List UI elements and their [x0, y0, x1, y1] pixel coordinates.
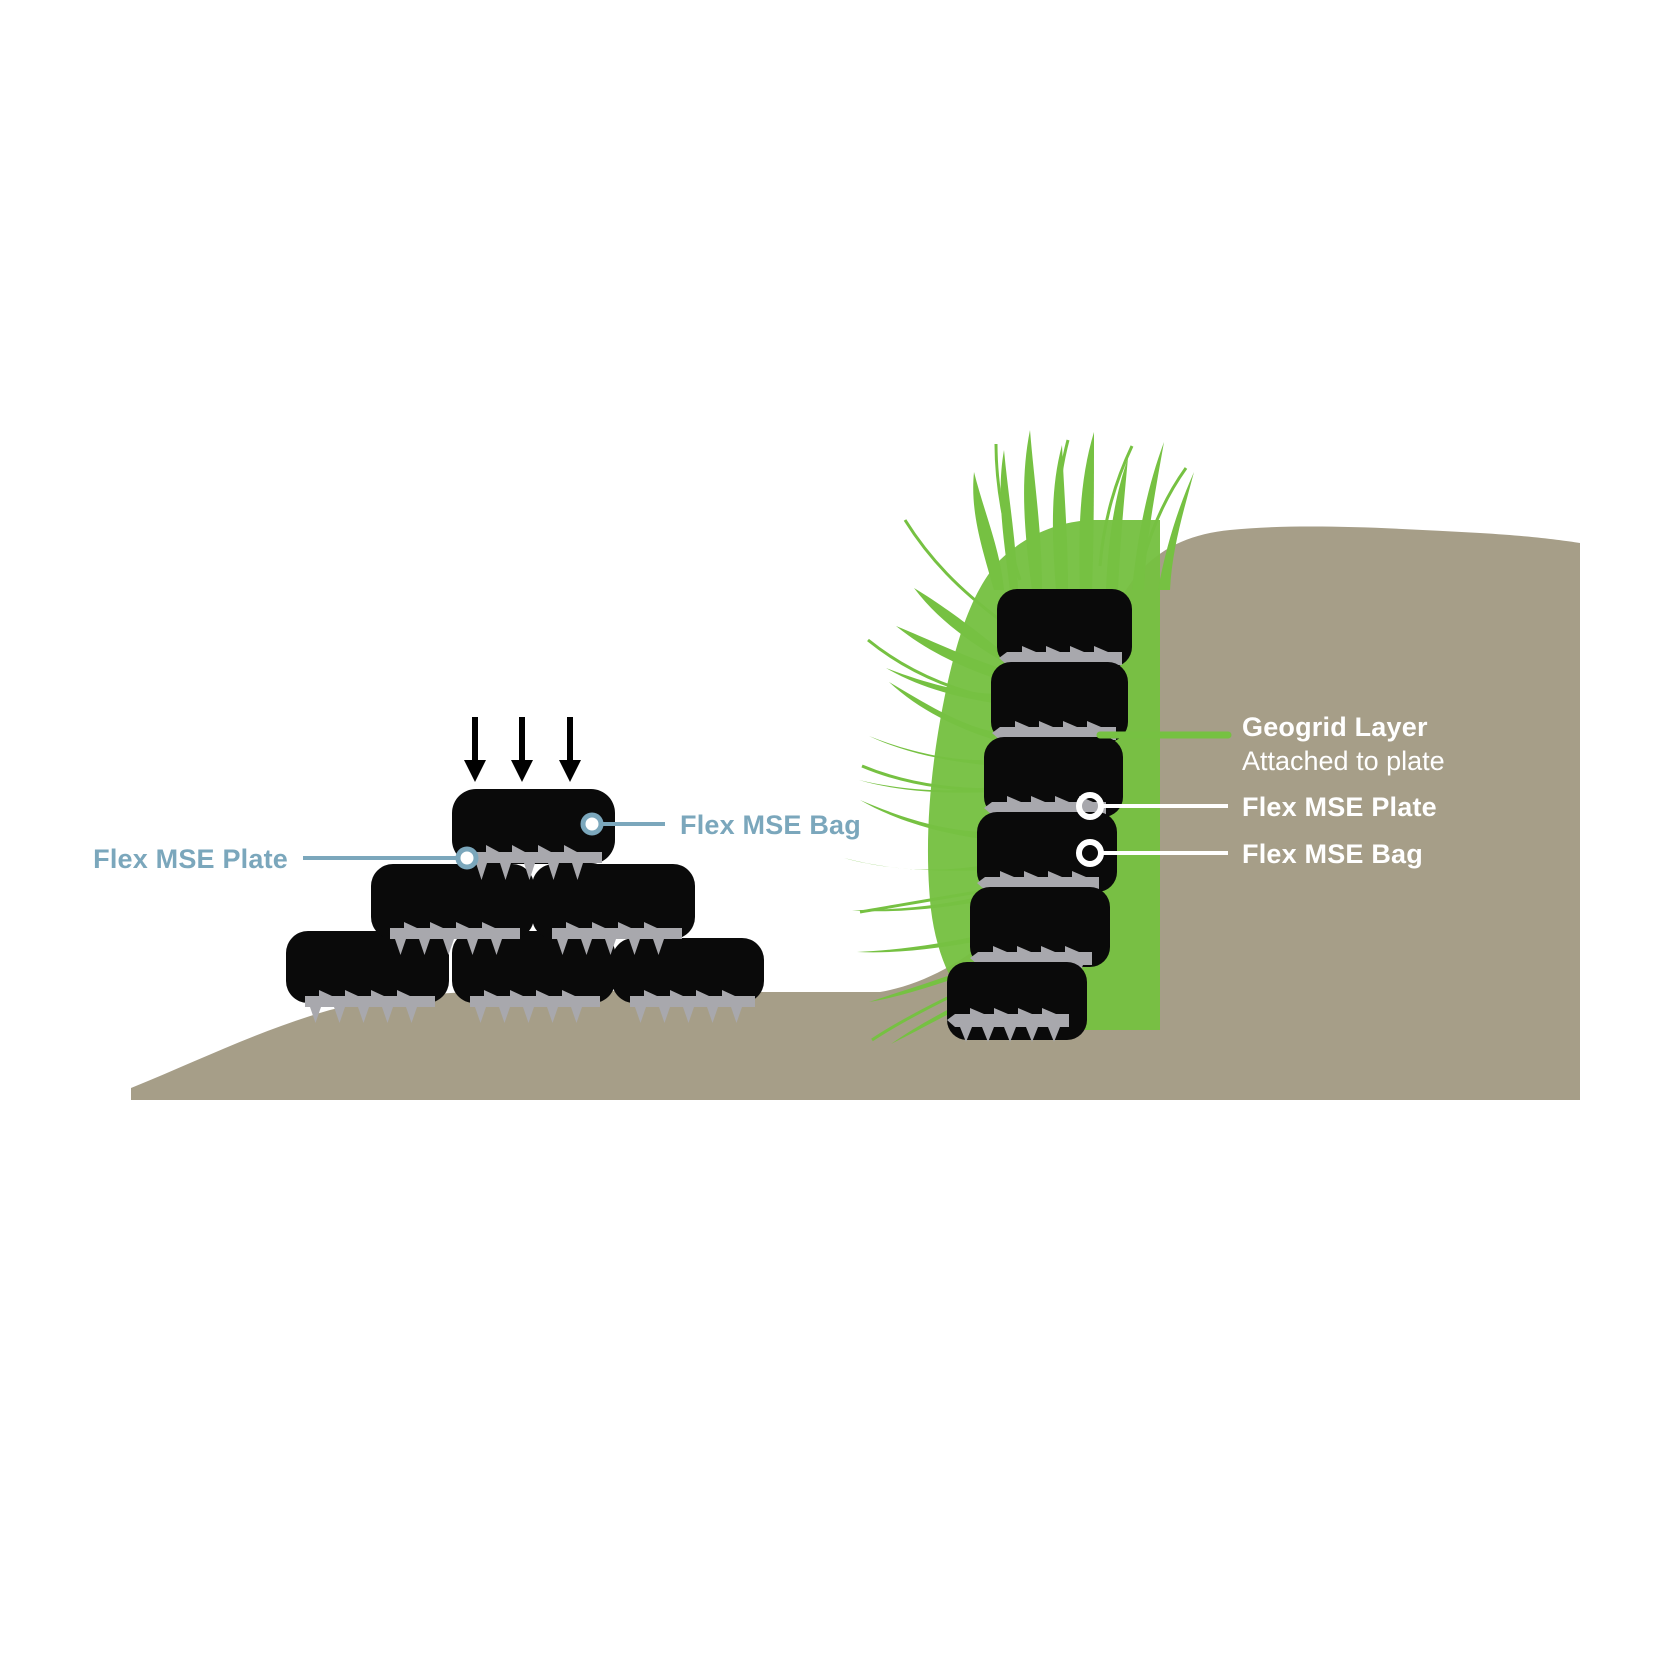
geogrid-label: Geogrid Layer: [1242, 712, 1428, 742]
callout-right-plate: Flex MSE Plate: [1076, 792, 1437, 822]
callout-right-bag: Flex MSE Bag: [1076, 839, 1423, 869]
right-plate-anchor-dot: [1076, 792, 1104, 820]
callout-geogrid: Geogrid Layer Attached to plate: [1096, 712, 1445, 776]
left-plate-label: Flex MSE Plate: [93, 844, 288, 874]
bag-left-bottom-3: [612, 938, 764, 1003]
bag-right-2: [991, 662, 1128, 742]
geogrid-sublabel: Attached to plate: [1242, 746, 1445, 776]
load-arrow-3: [559, 717, 581, 782]
callout-left-plate: Flex MSE Plate: [93, 844, 479, 874]
bag-right-5: [970, 887, 1110, 967]
bag-right-1: [997, 589, 1132, 667]
right-bag-stack: [947, 589, 1132, 1042]
plate-left-ground-2: [470, 990, 600, 1023]
terrain-soil: [131, 526, 1580, 1100]
bag-left-top: [452, 789, 615, 864]
left-bag-stack: [286, 789, 764, 1023]
bag-left-mid-1: [371, 864, 534, 939]
callout-left-bag: Flex MSE Bag: [580, 810, 861, 840]
load-arrow-1: [464, 717, 486, 782]
load-arrows: [464, 717, 581, 782]
plate-left-mid-2: [552, 922, 682, 955]
right-plate-label: Flex MSE Plate: [1242, 792, 1437, 822]
plate-left-mid-1: [390, 922, 520, 955]
bag-right-4: [977, 812, 1117, 892]
bag-left-bottom-1: [286, 931, 449, 1003]
left-plate-anchor-dot: [455, 846, 479, 870]
left-bag-anchor-dot: [580, 812, 604, 836]
plate-left-ground-3: [630, 990, 755, 1023]
soil-mass: [131, 526, 1580, 1100]
bag-left-mid-2: [532, 864, 695, 939]
right-bag-anchor-dot: [1076, 839, 1104, 867]
left-bag-label: Flex MSE Bag: [680, 810, 861, 840]
plate-right-6: [947, 1008, 1069, 1042]
right-bag-label: Flex MSE Bag: [1242, 839, 1423, 869]
load-arrow-2: [511, 717, 533, 782]
plate-left-top: [470, 845, 602, 880]
plate-left-ground-1: [305, 990, 435, 1023]
bag-left-bottom-2: [452, 931, 615, 1003]
